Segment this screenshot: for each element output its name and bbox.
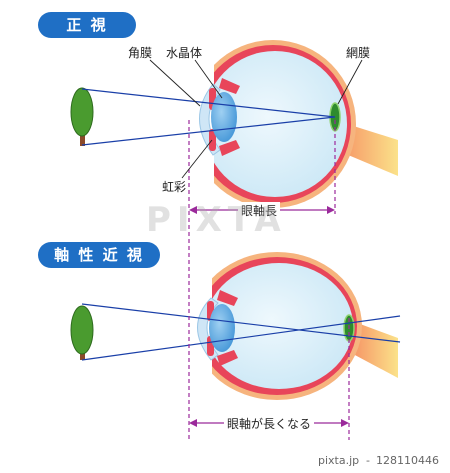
footer-image-id: 128110446 xyxy=(376,454,439,467)
label-axial-length: 眼軸長 xyxy=(238,202,281,219)
label-iris: 虹彩 xyxy=(162,180,187,194)
ray-top xyxy=(81,88,336,118)
section-pill-myopia: 軸 性 近 視 xyxy=(38,242,160,268)
label-cornea: 角膜 xyxy=(128,46,153,60)
watermark: PIXTA xyxy=(146,200,287,240)
footer-site: pixta.jp xyxy=(318,454,360,467)
lens-2 xyxy=(209,304,235,352)
label-lens: 水晶体 xyxy=(166,46,203,60)
section-pill-normal: 正 視 xyxy=(38,12,136,38)
tree-crown xyxy=(70,87,94,137)
label-leaders xyxy=(149,59,363,179)
ray-bottom xyxy=(81,116,336,146)
label-retina: 網膜 xyxy=(346,46,371,60)
ray-bottom-2 xyxy=(81,315,401,361)
normal-eye-group xyxy=(70,40,398,210)
iris-lower xyxy=(209,129,216,151)
ray-top-2 xyxy=(81,303,401,343)
label-axial-length-longer: 眼軸が長くなる xyxy=(224,415,315,432)
tree-crown-2 xyxy=(70,305,94,355)
myopia-eye-group xyxy=(70,250,401,400)
eyeball-interior-2 xyxy=(205,263,353,389)
lens xyxy=(211,92,237,142)
footer-separator: - xyxy=(366,454,370,467)
